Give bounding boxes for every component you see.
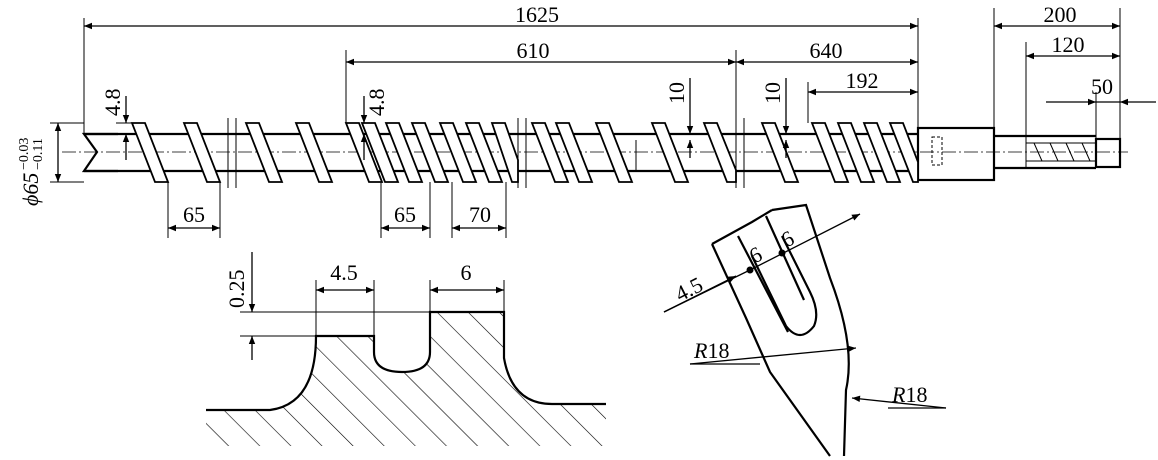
dim-65-mid: 65 bbox=[394, 202, 416, 227]
dimension-lines bbox=[54, 22, 1156, 232]
screw-flights bbox=[130, 122, 919, 183]
dimension-labels: 1625 610 640 192 200 120 50 65 65 70 4.8… bbox=[17, 2, 1113, 227]
flight bbox=[438, 122, 478, 183]
dim-10-a: 10 bbox=[664, 82, 689, 104]
flight bbox=[836, 122, 876, 183]
dim-65-left: 65 bbox=[183, 202, 205, 227]
flight bbox=[490, 122, 519, 183]
dim-640: 640 bbox=[810, 38, 843, 63]
dim-groove-4-5: 4.5 bbox=[330, 260, 358, 285]
dim-4-8-mid: 4.8 bbox=[364, 89, 389, 117]
dim-70: 70 bbox=[469, 202, 491, 227]
flight bbox=[760, 122, 800, 183]
detail-r18-a-leader bbox=[689, 345, 857, 365]
detail-r18-b-prefix: R bbox=[891, 382, 906, 407]
detail-dim-4-5: 4.5 bbox=[671, 272, 707, 307]
flight bbox=[702, 122, 737, 183]
tolerance-upper: −0.03 bbox=[17, 138, 32, 170]
tolerance-lower: −0.11 bbox=[31, 138, 46, 170]
dim-groove-0-25: 0.25 bbox=[224, 270, 249, 309]
dim-4-8-left: 4.8 bbox=[100, 89, 125, 117]
flight bbox=[360, 122, 400, 183]
flight bbox=[244, 122, 284, 183]
detail-r18-b: R18 bbox=[891, 382, 927, 407]
flight-inner-rib bbox=[737, 235, 789, 333]
dim-50: 50 bbox=[1091, 74, 1113, 99]
groove-hatch bbox=[206, 312, 606, 446]
flight bbox=[650, 122, 690, 183]
dim-610: 610 bbox=[517, 38, 550, 63]
dim-200: 200 bbox=[1044, 2, 1077, 27]
detail-r18-b-value: 18 bbox=[905, 382, 927, 407]
screw-elevation: 1625 610 640 192 200 120 50 65 65 70 4.8… bbox=[17, 2, 1156, 238]
flight bbox=[294, 122, 334, 183]
diameter-symbol: ϕ65 bbox=[18, 173, 43, 206]
flight bbox=[888, 122, 919, 183]
dim-10-b: 10 bbox=[760, 82, 785, 104]
detail-r18-b-leader bbox=[851, 395, 947, 409]
flight-outer-left bbox=[711, 209, 773, 245]
flight-outer-right bbox=[771, 203, 850, 457]
detail-r18-a-value: 18 bbox=[707, 338, 729, 363]
extension-lines bbox=[50, 8, 1121, 238]
dim-1625: 1625 bbox=[515, 2, 559, 27]
diameter-tolerance: ϕ65 −0.03 −0.11 bbox=[17, 138, 46, 206]
detail-r18-a-prefix: R bbox=[693, 338, 708, 363]
flight bbox=[182, 122, 222, 183]
dim-groove-6: 6 bbox=[461, 260, 472, 285]
dim-192: 192 bbox=[846, 68, 879, 93]
flight bbox=[530, 122, 570, 183]
flight bbox=[130, 122, 170, 183]
groove-profile bbox=[206, 310, 606, 412]
flight-detail: 4.5 6 6 R18 R18 bbox=[663, 203, 947, 457]
flight bbox=[384, 122, 424, 183]
groove-section: 4.5 6 0.25 bbox=[206, 252, 606, 446]
detail-r18-a: R18 bbox=[693, 338, 729, 363]
flight bbox=[862, 122, 902, 183]
flight bbox=[410, 122, 450, 183]
flight bbox=[810, 122, 850, 183]
flight bbox=[594, 122, 634, 183]
flight-outer-edge bbox=[711, 243, 831, 457]
flight bbox=[554, 122, 594, 183]
flight-slot bbox=[751, 235, 818, 337]
flight bbox=[464, 122, 504, 183]
dim-120: 120 bbox=[1052, 32, 1085, 57]
flight-inner-rib-2 bbox=[764, 215, 806, 301]
